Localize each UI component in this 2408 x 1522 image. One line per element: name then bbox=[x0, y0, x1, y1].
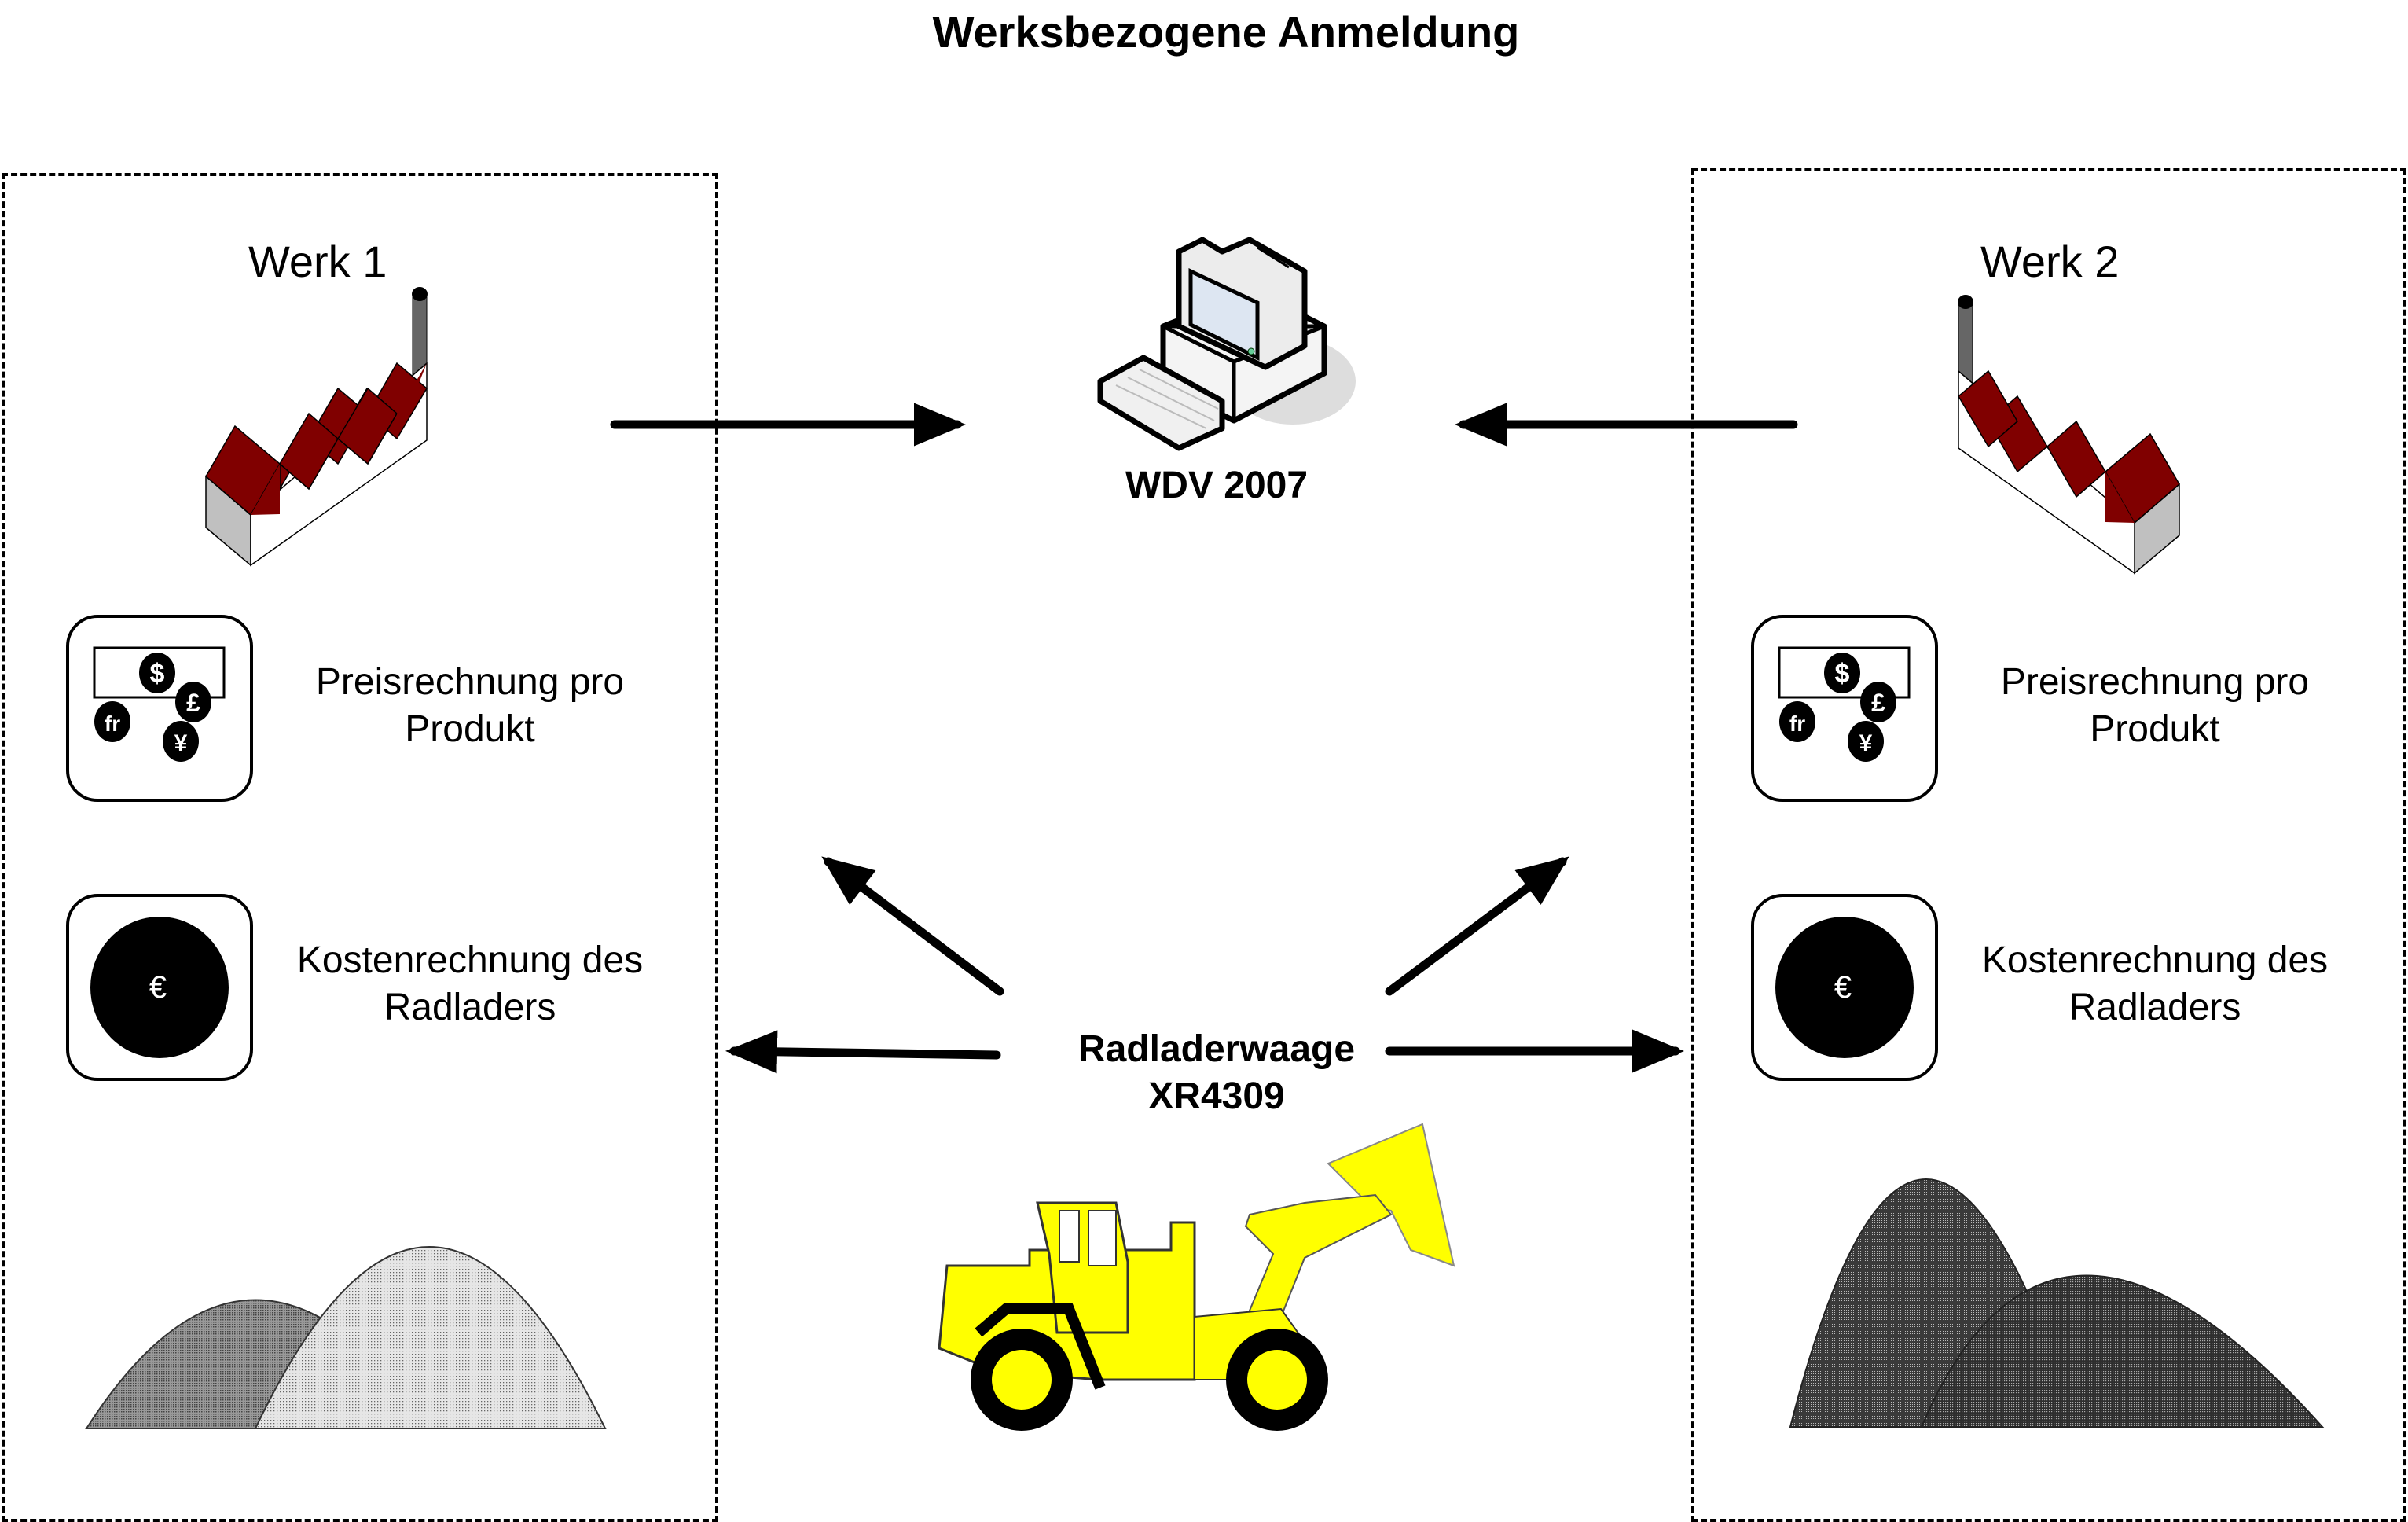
svg-text:€: € bbox=[149, 970, 167, 1005]
desktop-computer-icon bbox=[1097, 237, 1356, 451]
svg-text:$: $ bbox=[1835, 659, 1850, 689]
plant-1-boundary bbox=[2, 173, 718, 1522]
euro-coin-icon: € bbox=[66, 894, 253, 1081]
feature-label-line2: Produkt bbox=[405, 708, 535, 750]
feature-label-line2: Radladers bbox=[2068, 987, 2241, 1028]
svg-text:¥: ¥ bbox=[174, 730, 188, 756]
feature-label: Kostenrechnung des Radladers bbox=[1968, 937, 2342, 1031]
svg-text:$: $ bbox=[150, 659, 165, 689]
plant-1-label: Werk 1 bbox=[248, 237, 387, 286]
feature-label-line1: Preisrechnung pro bbox=[2000, 661, 2310, 703]
device-label: Radladerwaage XR4309 bbox=[1020, 1026, 1413, 1120]
plant-2-label: Werk 2 bbox=[1980, 237, 2120, 286]
currency-coins-icon: $ £ fr ¥ bbox=[1751, 615, 1938, 802]
device-label-line2: XR4309 bbox=[1148, 1075, 1285, 1117]
plant-2-boundary bbox=[1691, 168, 2406, 1522]
material-piles-icon bbox=[1789, 1178, 2325, 1428]
svg-text:£: £ bbox=[186, 689, 200, 717]
feature-label-line1: Preisrechnung pro bbox=[315, 661, 625, 703]
svg-text:fr: fr bbox=[1789, 711, 1805, 736]
feature-label-line1: Kostenrechnung des bbox=[1981, 939, 2329, 981]
feature-label: Preisrechnung pro Produkt bbox=[299, 659, 641, 753]
svg-text:£: £ bbox=[1871, 689, 1885, 717]
arrow-loader-to-werk1 bbox=[725, 1030, 1001, 1074]
arrow-loader-to-up-left bbox=[821, 856, 1004, 996]
currency-coins-icon: $ £ fr ¥ bbox=[66, 615, 253, 802]
feature-label: Preisrechnung pro Produkt bbox=[1984, 659, 2326, 753]
material-piles-icon bbox=[85, 1246, 607, 1429]
arrow-loader-to-up-right bbox=[1385, 856, 1569, 996]
wheel-loader-icon bbox=[938, 1123, 1455, 1431]
feature-label-line1: Kostenrechnung des bbox=[296, 939, 644, 981]
pile-right bbox=[254, 1246, 607, 1429]
server-label: WDV 2007 bbox=[1125, 465, 1309, 506]
pile-right bbox=[1920, 1274, 2325, 1428]
diagram-title: Werksbezogene Anmeldung bbox=[932, 7, 1520, 57]
svg-text:¥: ¥ bbox=[1859, 730, 1873, 756]
device-label-line1: Radladerwaage bbox=[1077, 1028, 1356, 1070]
feature-label-line2: Radladers bbox=[384, 987, 556, 1028]
svg-text:fr: fr bbox=[105, 711, 120, 736]
feature-label-line2: Produkt bbox=[2090, 708, 2220, 750]
svg-text:€: € bbox=[1834, 970, 1852, 1005]
feature-label: Kostenrechnung des Radladers bbox=[283, 937, 657, 1031]
euro-coin-icon: € bbox=[1751, 894, 1938, 1081]
